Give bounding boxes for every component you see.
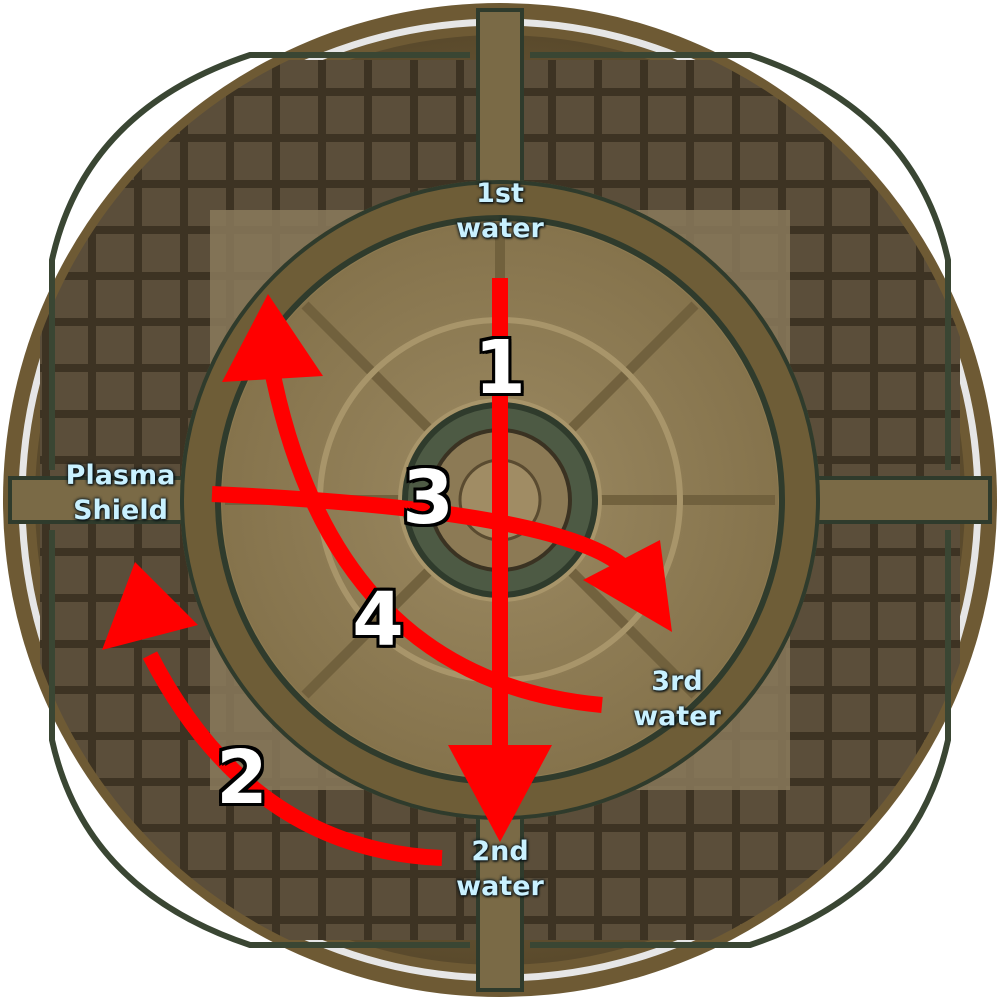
- first-water-line2: water: [456, 213, 544, 244]
- third-water-line1: 3rd: [651, 666, 703, 697]
- plasma-shield-line2: Shield: [73, 495, 168, 526]
- step-2-number: 2: [216, 735, 268, 821]
- quadrant-borders: [49, 52, 951, 948]
- arrow-3-icon: [211, 486, 672, 632]
- first-water-line1: 1st: [476, 178, 524, 209]
- third-water-label: 3rd water: [617, 664, 737, 734]
- step-4-number: 4: [352, 577, 404, 663]
- step-3-number: 3: [402, 455, 454, 541]
- step-1-number: 1: [474, 325, 526, 411]
- arrow-2-icon: [102, 562, 443, 866]
- arrow-4-icon: [222, 294, 603, 713]
- plasma-shield-label: Plasma Shield: [48, 458, 193, 528]
- second-water-label: 2nd water: [440, 834, 560, 904]
- second-water-line1: 2nd: [471, 836, 529, 867]
- plasma-shield-line1: Plasma: [65, 460, 176, 491]
- third-water-line2: water: [633, 701, 721, 732]
- second-water-line2: water: [456, 871, 544, 902]
- first-water-label: 1st water: [440, 176, 560, 246]
